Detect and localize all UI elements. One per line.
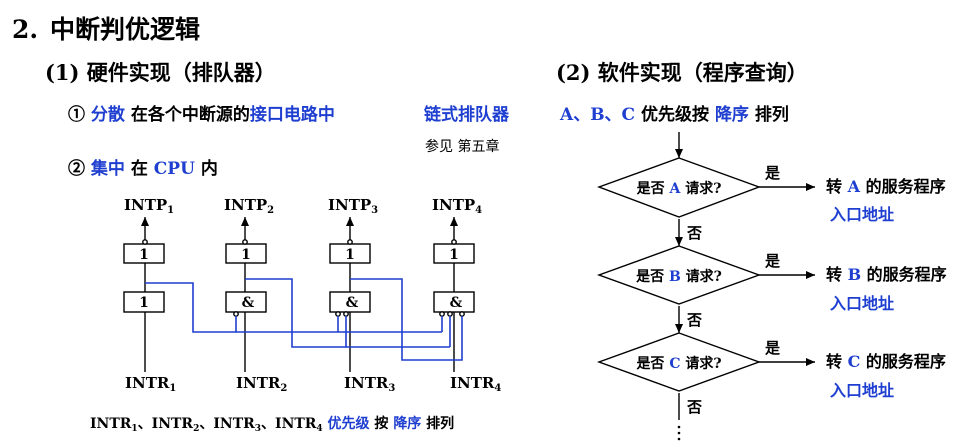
upper-gate-1-symbol: 1	[139, 247, 149, 263]
lower-gate-2-symbol: &	[242, 295, 255, 311]
decision-a-label: 是否 A 请求?	[637, 180, 722, 197]
intr-1-label: INTR1	[125, 374, 176, 394]
lower-gates	[123, 263, 475, 372]
intr-2-label: INTR2	[236, 374, 287, 394]
service-a-entry: 入口地址	[830, 205, 894, 224]
decision-b-no: 否	[686, 311, 702, 329]
lower-gate-1-symbol: 1	[139, 295, 149, 311]
heading-number: 2.	[12, 15, 38, 44]
heading-title: 中断判优逻辑	[50, 15, 200, 44]
intr-4-label: INTR4	[450, 374, 501, 394]
intr-3-label: INTR3	[344, 374, 395, 394]
decision-a-yes: 是	[764, 164, 781, 182]
decision-a-diamond	[596, 157, 762, 218]
upper-gate-3-symbol: 1	[345, 247, 355, 263]
service-c-entry: 入口地址	[830, 381, 894, 400]
decision-c-diamond	[596, 332, 762, 392]
decision-c-no: 否	[686, 398, 702, 416]
service-c-label: 转 C 的服务程序	[826, 352, 946, 371]
service-b-entry: 入口地址	[830, 294, 894, 313]
hardware-title: (1) 硬件实现（排队器）	[45, 60, 276, 85]
priority-wiring	[145, 278, 463, 361]
software-title: (2) 软件实现（程序查询）	[556, 60, 808, 85]
chain-queue-label: 链式排队器	[424, 104, 510, 125]
decision-b-diamond	[596, 245, 762, 305]
intp-4-label: INTP4	[432, 196, 482, 216]
hardware-item2: ② 集中 在 CPU 内	[68, 158, 218, 179]
service-a-label: 转 A 的服务程序	[826, 177, 946, 196]
hardware-item1: ① 分散 在各个中断源的接口电路中	[68, 104, 335, 125]
flowchart-ellipsis	[677, 425, 681, 441]
upper-gate-2-symbol: 1	[241, 247, 251, 263]
intp-3-label: INTP3	[328, 196, 378, 216]
decision-b-yes: 是	[764, 252, 781, 270]
lower-gate-3-symbol: &	[346, 295, 359, 311]
intp-1-label: INTP1	[124, 196, 174, 216]
decision-c-label: 是否 C 请求?	[636, 355, 721, 372]
hardware-footer: INTR1、INTR2、INTR3、INTR4 优先级 按 降序 排列	[90, 415, 454, 434]
lower-gate-2	[225, 291, 267, 313]
service-b-label: 转 B 的服务程序	[826, 265, 947, 284]
intp-2-label: INTP2	[224, 196, 274, 216]
see-chapter-note: 参见 第五章	[425, 138, 499, 155]
flowchart-lines	[675, 132, 815, 420]
lower-gate-1	[123, 291, 165, 313]
decision-c-yes: 是	[764, 339, 781, 357]
decision-b-label: 是否 B 请求?	[636, 268, 722, 285]
upper-gates	[123, 217, 475, 264]
decision-a-no: 否	[686, 224, 702, 242]
software-subtitle: A、B、C 优先级按 降序 排列	[559, 104, 789, 125]
lower-gate-4-symbol: &	[450, 295, 463, 311]
upper-gate-4-symbol: 1	[449, 247, 459, 263]
